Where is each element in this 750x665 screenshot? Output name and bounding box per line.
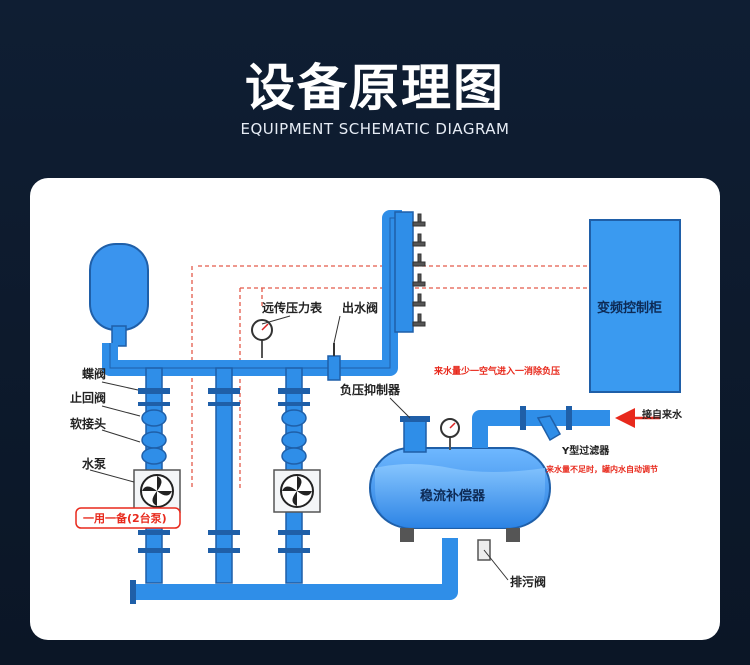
page-title: 设备原理图	[245, 59, 505, 117]
label-pump: 水泵	[82, 456, 106, 471]
lower-flanges	[138, 530, 310, 553]
header: 设备原理图 EQUIPMENT SCHEMATIC DIAGRAM	[0, 0, 750, 175]
label-inlet: 接自来水	[642, 408, 683, 421]
pump-1	[133, 469, 181, 513]
label-remote-gauge: 远传压力表	[262, 300, 323, 315]
label-note-less-water: 来水量少一空气进入一消除负压	[433, 365, 560, 377]
label-drain-valve: 排污阀	[510, 574, 546, 589]
tank-pressure-gauge	[440, 418, 460, 450]
pump-2	[273, 469, 321, 513]
label-butterfly-valve: 蝶阀	[82, 366, 106, 381]
label-vfd-cabinet: 变频控制柜	[597, 300, 662, 316]
label-stabilizer: 稳流补偿器	[420, 488, 486, 504]
label-y-filter: Y型过滤器	[561, 444, 610, 457]
butterfly-valves	[138, 388, 310, 406]
vfd-cabinet	[589, 219, 681, 393]
schematic-diagram: 蝶阀 止回阀 软接头 水泵 一用一备(2台泵) 远传压力表 出水阀 变频控制柜 …	[70, 210, 683, 604]
pressure-tank	[89, 243, 149, 347]
leader-lines	[89, 315, 509, 581]
label-check-valve: 止回阀	[70, 390, 106, 405]
stabilizer-tank	[369, 447, 551, 542]
check-valves	[141, 409, 307, 427]
page-subtitle: EQUIPMENT SCHEMATIC DIAGRAM	[240, 120, 510, 138]
outlet-manifold	[394, 211, 426, 333]
negative-pressure-suppressor	[400, 416, 430, 453]
diagram-panel: 蝶阀 止回阀 软接头 水泵 一用一备(2台泵) 远传压力表 出水阀 变频控制柜 …	[30, 178, 720, 640]
top-header-pipe	[102, 210, 402, 376]
bottom-header-pipe	[136, 538, 458, 600]
soft-joints	[141, 431, 307, 465]
pump-config-box	[75, 507, 181, 529]
label-pump-config: 一用一备(2台泵)	[83, 511, 167, 525]
label-outlet-valve: 出水阀	[342, 300, 378, 315]
label-neg-pressure-suppressor: 负压抑制器	[340, 382, 401, 397]
outlet-valve-symbol	[327, 343, 341, 381]
remote-pressure-gauge	[251, 319, 273, 358]
y-filter	[520, 406, 572, 442]
label-soft-joint: 软接头	[70, 416, 106, 431]
label-note-insufficient: 来水量不足时，罐内水自动调节	[545, 464, 658, 474]
